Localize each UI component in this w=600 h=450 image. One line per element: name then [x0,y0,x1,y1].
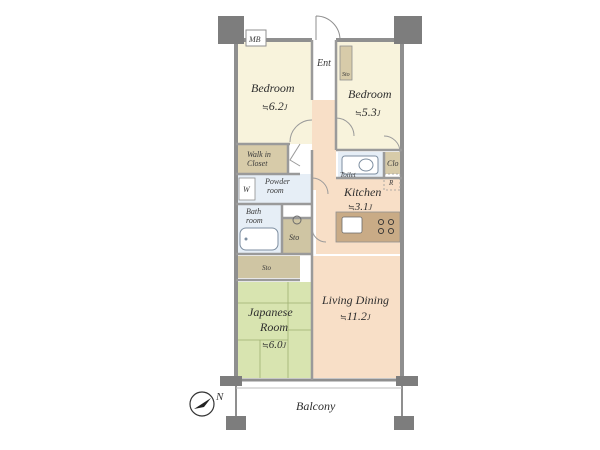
storage-center-label: Sto [289,233,299,242]
washer-label: W [243,185,251,194]
compass-icon: N [189,391,224,417]
bedroom-right-label: Bedroom [348,87,392,101]
toilet-label: Toilet [340,171,357,179]
tatami-grid [236,282,312,378]
compass-label: N [215,391,224,403]
columns [218,16,422,386]
balcony-label: Balcony [296,399,336,413]
washbasin [292,215,302,225]
corridor-floor [312,100,336,190]
kitchen-area: ≒3.1J [348,201,372,213]
walk-in-closet-label: Walk in Closet [247,150,273,168]
living-dining-floor [312,256,402,378]
bedroom-left-label: Bedroom [251,81,295,95]
shoe-storage [339,45,353,81]
washer-space [238,177,256,201]
interior-walls [236,40,402,380]
storage-hall-label: Sto [262,264,271,272]
living-dining-area: ≒11.2J [340,309,371,323]
bedroom-right-area: ≒5.3J [355,105,381,119]
refrigerator-space [383,173,401,191]
closet-floor [384,152,402,174]
japanese-room-area: ≒6.0J [262,339,286,351]
bath-room-label: Bath room [246,207,263,225]
stove-icon [377,218,395,235]
bathtub [239,227,279,251]
kitchen-counter [335,211,401,243]
powder-room-label: Powder room [264,177,292,195]
refrigerator-label: R [388,179,394,187]
mb-label: MB [248,35,261,44]
balcony [226,386,414,430]
mb-box [245,29,267,47]
living-dining-label: Living Dining [321,293,389,307]
closet-label: Clo [387,159,399,168]
entrance-floor [312,40,336,100]
shoe-storage-label: Sto [342,72,350,78]
entrance-label: Ent [316,58,331,69]
bedroom-left-floor [236,40,312,144]
toilet-fixture [341,155,379,175]
kitchen-label: Kitchen [343,185,381,199]
walk-in-closet-floor [236,144,288,174]
storage-hall-floor [236,256,300,278]
japanese-room-label: Japanese Room [248,305,296,334]
walls [234,38,404,382]
door-swings [289,117,401,243]
entrance-door [315,15,341,41]
bedroom-left-area: ≒6.2J [262,99,288,113]
